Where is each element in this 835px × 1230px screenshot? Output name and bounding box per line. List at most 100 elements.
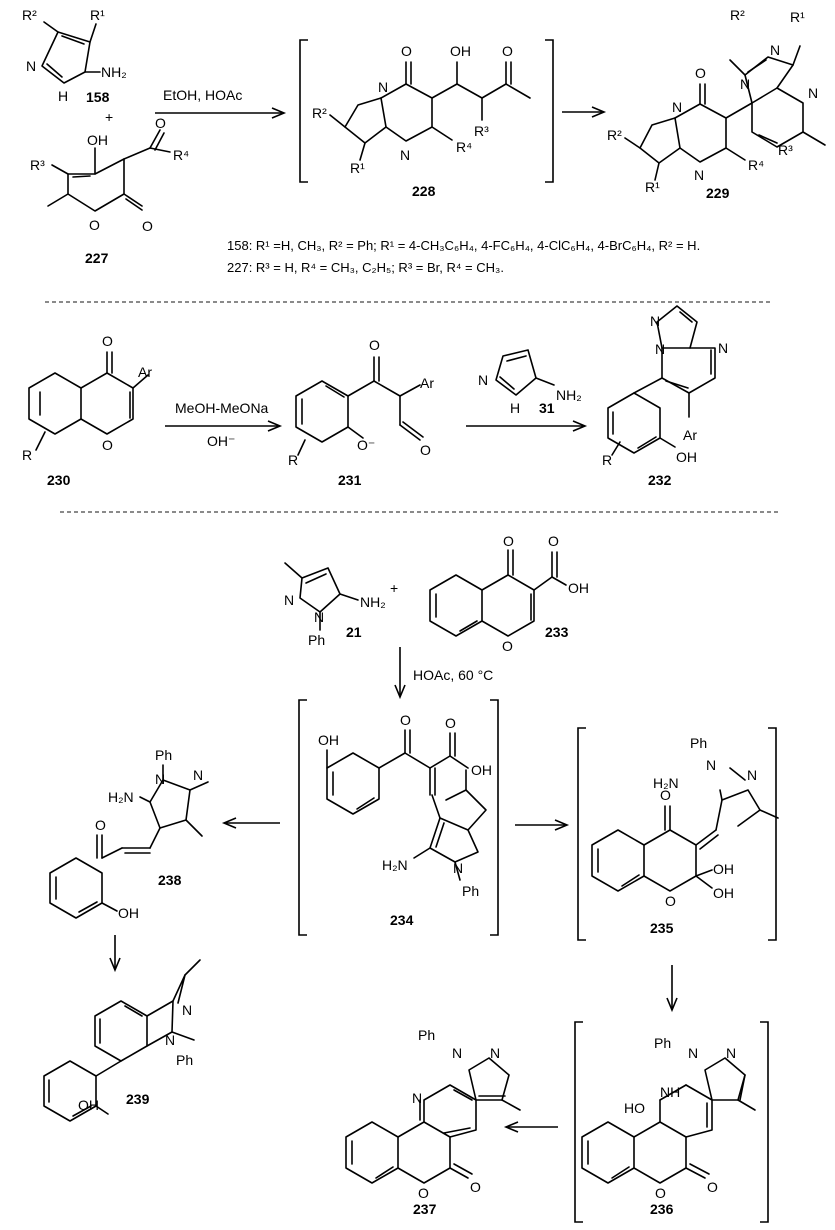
condition-ethanol-acetic-acid: EtOH, HOAc [163,87,242,103]
carbonyl-o: O [155,115,166,131]
n-atom: N [452,1045,462,1061]
compound-number-237: 237 [413,1201,437,1217]
arrowhead [267,420,283,432]
n-atom: N [740,76,750,92]
bracket-right [760,1021,769,1223]
compound-number-233: 233 [545,624,569,640]
arrowhead [394,684,406,700]
carbonyl-o: O [400,712,411,728]
arrowhead [271,107,287,119]
plus-sign: + [105,109,113,125]
compound-number-227: 227 [85,250,109,266]
compound-232: N N N Ar OH R 232 [602,305,728,488]
h2n-label: H₂N [108,789,134,805]
ph-label: Ph [308,632,325,648]
bracket-left [577,727,586,941]
r2-label: R² [312,105,327,121]
r2-label: R² [730,7,745,23]
arrowhead [503,1121,519,1133]
compound-number-236: 236 [650,1201,674,1217]
carbonyl-o: O [470,1179,481,1195]
acid-o: O [548,533,559,549]
r3-label: R³ [778,142,793,158]
compound-number-31: 31 [539,400,555,416]
ph-label: Ph [176,1052,193,1068]
r-label: R [602,452,612,468]
substituent-note-227: 227: R³ = H, R⁴ = CH₃, C₂H₅; R³ = Br, R⁴… [227,260,504,275]
r4-label: R⁴ [173,147,189,163]
oh-label: OH [318,732,339,748]
substituent-note-158: 158: R¹ =H, CH₃, R² = Ph; R¹ = 4-CH₃C₆H₄… [227,238,700,253]
compound-number-232: 232 [648,472,672,488]
ring-o: O [655,1185,666,1201]
acid-oh: OH [568,580,589,596]
r2-label: R² [607,127,622,143]
compound-238: Ph N N H₂N O OH 238 [49,747,209,921]
n-atom: N [672,99,682,115]
ring-o: O [418,1185,429,1201]
n-atom: N [314,609,324,625]
n-atom: N [182,1002,192,1018]
compound-231: O Ar O O⁻ R 231 [288,337,434,488]
lactone-o: O [142,218,153,234]
carbonyl-o: O [660,787,671,803]
r1-label: R¹ [790,9,805,25]
compound-number-239: 239 [126,1091,150,1107]
compound-number-230: 230 [47,472,71,488]
oh-label: OH [676,449,697,465]
h2n-label: H₂N [382,857,408,873]
ar-label: Ar [420,375,434,391]
ph-label: Ph [418,1027,435,1043]
oh-label: OH [713,861,734,877]
arrowhead [666,997,678,1013]
compound-21: N N NH₂ Ph 21 [284,562,386,648]
oh-label: OH [118,905,139,921]
carbonyl-o: O [95,817,106,833]
compound-number-21: 21 [346,624,362,640]
bracket-right [768,727,777,941]
oh-label: OH [78,1097,99,1113]
compound-number-231: 231 [338,472,362,488]
arrowhead [109,957,121,973]
r1-label: R¹ [645,179,660,195]
nh2-label: NH₂ [101,64,127,80]
r-label: R [288,452,298,468]
plus-sign: + [390,580,398,596]
compound-number-234: 234 [390,912,414,928]
r1-label: R¹ [90,7,105,23]
acid-o: O [445,715,456,731]
r4-label: R⁴ [748,157,764,173]
compound-number-229: 229 [706,185,730,201]
phenolate-o: O⁻ [357,437,375,453]
nh-atom: H [58,88,68,104]
n-atom: N [688,1045,698,1061]
n-atom: N [453,860,463,876]
compound-228: O OH O N N R² R¹ R³ R⁴ 228 [312,43,531,199]
compound-235: Ph N N H₂N O O OH OH 235 [591,735,779,936]
n-atom: N [490,1045,500,1061]
compound-number-228: 228 [412,183,436,199]
bracket-left [299,39,308,183]
section-3: N N NH₂ Ph 21 + O O OH O 233 [43,533,779,1223]
bracket-right [490,699,499,936]
ring-o: O [89,217,100,233]
aldehyde-o: O [420,442,431,458]
compound-31: N H NH₂ 31 [478,349,582,416]
arrowhead [554,819,570,831]
condition-methoxide: MeOH-MeONa [175,400,269,416]
n-atom: N [284,592,294,608]
condition-acetic-acid-60c: HOAc, 60 °C [413,667,493,683]
oh-label: OH [87,132,108,148]
ketone-o: O [502,43,513,59]
arrowhead [572,420,588,432]
nh2-label: NH₂ [556,387,582,403]
bracket-left [574,1021,583,1223]
compound-237: Ph N N N O O 237 [345,1027,521,1217]
r2-label: R² [22,7,37,23]
carbonyl-o: O [102,333,113,349]
r3-label: R³ [30,157,45,173]
n-atom: N [478,372,488,388]
n-atom: N [747,767,757,783]
n-atom: N [808,85,818,101]
arrowhead [221,817,237,829]
